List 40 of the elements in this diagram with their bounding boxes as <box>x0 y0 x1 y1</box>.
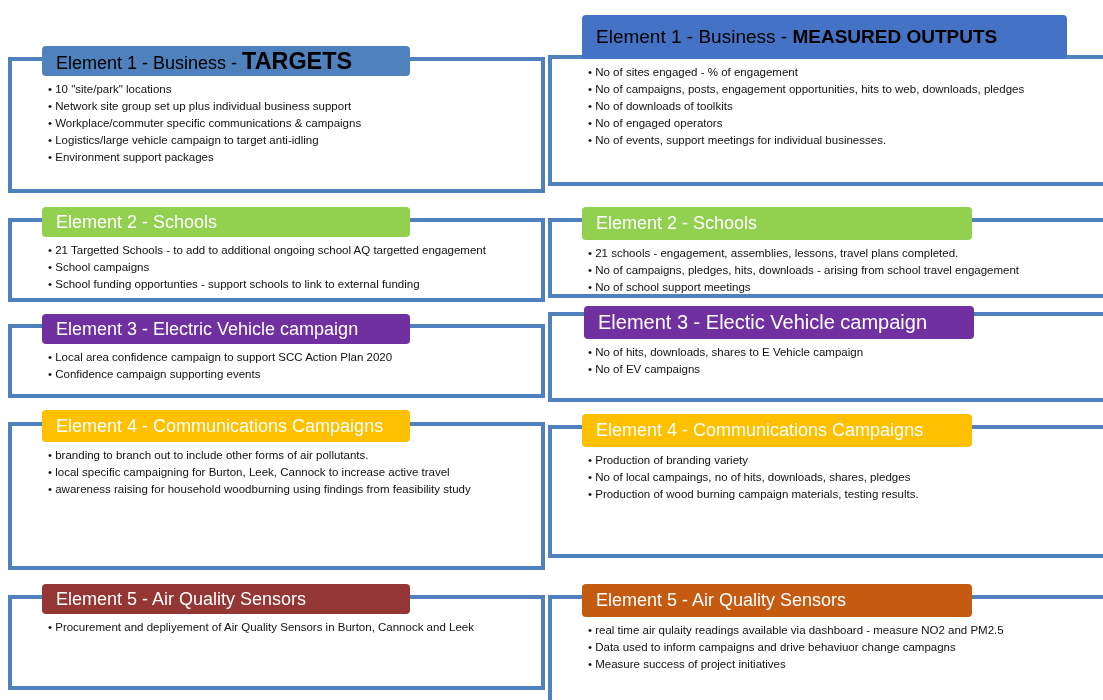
bullet-item: • 21 schools - engagement, assemblies, lessons, travel plans completed. <box>588 246 960 260</box>
bullet-item: • 21 Targetted Schools - to add to additional ongoing school AQ targetted engagement <box>48 243 487 257</box>
heading-banner: Element 4 - Communications Campaigns <box>42 410 410 442</box>
bullet-item: • local specific campaigning for Burton, Leek, Cannock to increase active travel <box>48 465 451 479</box>
bullet-item: • No of campaigns, posts, engagement opportunities, hits to web, downloads, pledges <box>588 82 1026 96</box>
heading-banner: Element 3 - Electric Vehicle campaign <box>42 314 410 344</box>
heading-banner: Element 2 - Schools <box>582 207 972 240</box>
bullet-item: • No of downloads of toolkits <box>588 99 734 113</box>
bullet-item: • Procurement and depliyement of Air Quality Sensors in Burton, Cannock and Leek <box>48 620 475 634</box>
bullet-item: • awareness raising for household woodburning using findings from feasibility study <box>48 482 472 496</box>
bullet-item: • Workplace/commuter specific communications & campaigns <box>48 116 363 130</box>
bullet-item: • Confidence campaign supporting events <box>48 367 262 381</box>
heading-banner: Element 1 - Business - MEASURED OUTPUTS <box>582 15 1067 59</box>
bullet-item: • School funding opportunties - support schools to link to external funding <box>48 277 421 291</box>
bullet-item: • No of EV campaigns <box>588 362 702 376</box>
bullet-item: • Logistics/large vehicle campaign to target anti-idling <box>48 133 320 147</box>
heading-banner: Element 5 - Air Quality Sensors <box>582 584 972 617</box>
bullet-item: • No of events, support meetings for individual businesses. <box>588 133 888 147</box>
bullet-item: • Network site group set up plus individual business support <box>48 99 353 113</box>
bullet-item: • No of school support meetings <box>588 280 752 294</box>
heading-banner: Element 1 - Business - TARGETS <box>42 46 410 76</box>
bullet-item: • No of campaigns, pledges, hits, downloads - arising from school travel engagement <box>588 263 1021 277</box>
bullet-item: • No of sites engaged - % of engagement <box>588 65 799 79</box>
bullet-item: • 10 "site/park" locations <box>48 82 173 96</box>
heading-banner: Element 2 - Schools <box>42 207 410 237</box>
heading-banner: Element 5 - Air Quality Sensors <box>42 584 410 614</box>
bullet-item: • No of engaged operators <box>588 116 724 130</box>
bullet-item: • Measure success of project initiatives <box>588 657 787 671</box>
bullet-item: • No of hits, downloads, shares to E Vehicle campaign <box>588 345 865 359</box>
heading-banner: Element 3 - Electic Vehicle campaign <box>584 306 974 339</box>
bullet-item: • Data used to inform campaigns and drive behaviuor change campagns <box>588 640 957 654</box>
bullet-item: • real time air qulaity readings available via dashboard - measure NO2 and PM2.5 <box>588 623 1005 637</box>
bullet-item: • Local area confidence campaign to support SCC Action Plan 2020 <box>48 350 394 364</box>
bullet-item: • No of local campaings, no of hits, downloads, shares, pledges <box>588 470 912 484</box>
bullet-item: • branding to branch out to include other forms of air pollutants. <box>48 448 370 462</box>
heading-banner: Element 4 - Communications Campaigns <box>582 414 972 447</box>
bullet-item: • Production of wood burning campaign materials, testing results. <box>588 487 920 501</box>
bullet-item: • Production of branding variety <box>588 453 749 467</box>
bullet-item: • School campaigns <box>48 260 151 274</box>
bullet-item: • Environment support packages <box>48 150 215 164</box>
